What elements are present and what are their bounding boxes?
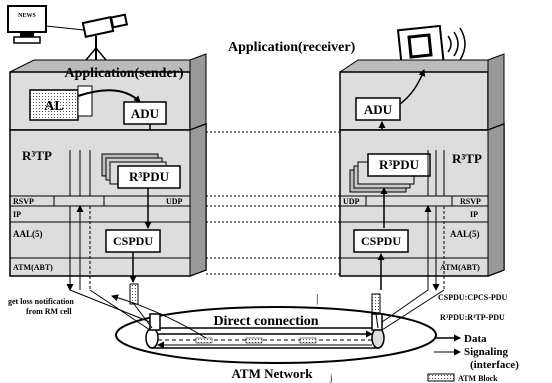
loss-notification-line1: get loss notification [8, 297, 74, 306]
rtp-left-label: R³TP [22, 148, 52, 163]
legend-interface-label: (interface) [470, 359, 519, 371]
news-monitor-icon: NEWS [8, 6, 46, 43]
rpdu-right-label: R³PDU [379, 157, 420, 172]
atm-right-label: ATM(ABT) [440, 263, 480, 272]
direct-connection-label: Direct connection [213, 314, 318, 329]
atm-block-left [130, 284, 138, 304]
interface-dotted-lines [206, 132, 340, 274]
legend: Data Signaling (interface) ATM Block [428, 333, 519, 383]
legend-data-label: Data [464, 333, 487, 345]
aal-right-label: AAL(5) [450, 229, 480, 239]
atm-left-label: ATM(ABT) [13, 263, 53, 272]
ip-right-label: IP [470, 210, 478, 219]
rtp-right-label: R³TP [452, 151, 482, 166]
udp-right-label: UDP [343, 197, 360, 206]
video-camera-icon [83, 15, 127, 60]
rsvp-right-label: RSVP [460, 197, 481, 206]
def-cspdu: CSPDU:CPCS-PDU [438, 293, 508, 302]
legend-atm-block-label: ATM Block [458, 374, 498, 383]
cspdu-right-label: CSPDU [361, 234, 401, 248]
al-label: AL [44, 99, 63, 114]
loss-notification-line2: from RM cell [26, 307, 72, 316]
atm-block-right [372, 294, 380, 314]
sender-adu-label: ADU [131, 106, 160, 121]
aal-left-label: AAL(5) [13, 229, 43, 239]
rsvp-left-label: RSVP [13, 197, 34, 206]
atm-network-mark: j [329, 373, 333, 383]
receiver-adu-label: ADU [364, 102, 393, 117]
atm-network-label: ATM Network [232, 366, 314, 381]
monitor-camera-link [46, 26, 84, 30]
cspdu-left-label: CSPDU [113, 234, 153, 248]
rpdu-left-label: R³PDU [129, 169, 170, 184]
legend-signaling-label: Signaling [464, 346, 509, 358]
def-rpdu: R³PDU:R³TP-PDU [440, 313, 505, 322]
app-sender-label: Application(sender) [65, 66, 184, 81]
legend-atm-block-swatch [428, 374, 454, 381]
sound-waves-icon [448, 28, 465, 60]
direct-connection-pipe [146, 328, 384, 348]
news-label: NEWS [18, 13, 36, 19]
app-receiver-label: Application(receiver) [228, 40, 356, 55]
cursor-mark: | [316, 291, 318, 305]
udp-left-label: UDP [166, 197, 183, 206]
ip-left-label: IP [13, 210, 21, 219]
